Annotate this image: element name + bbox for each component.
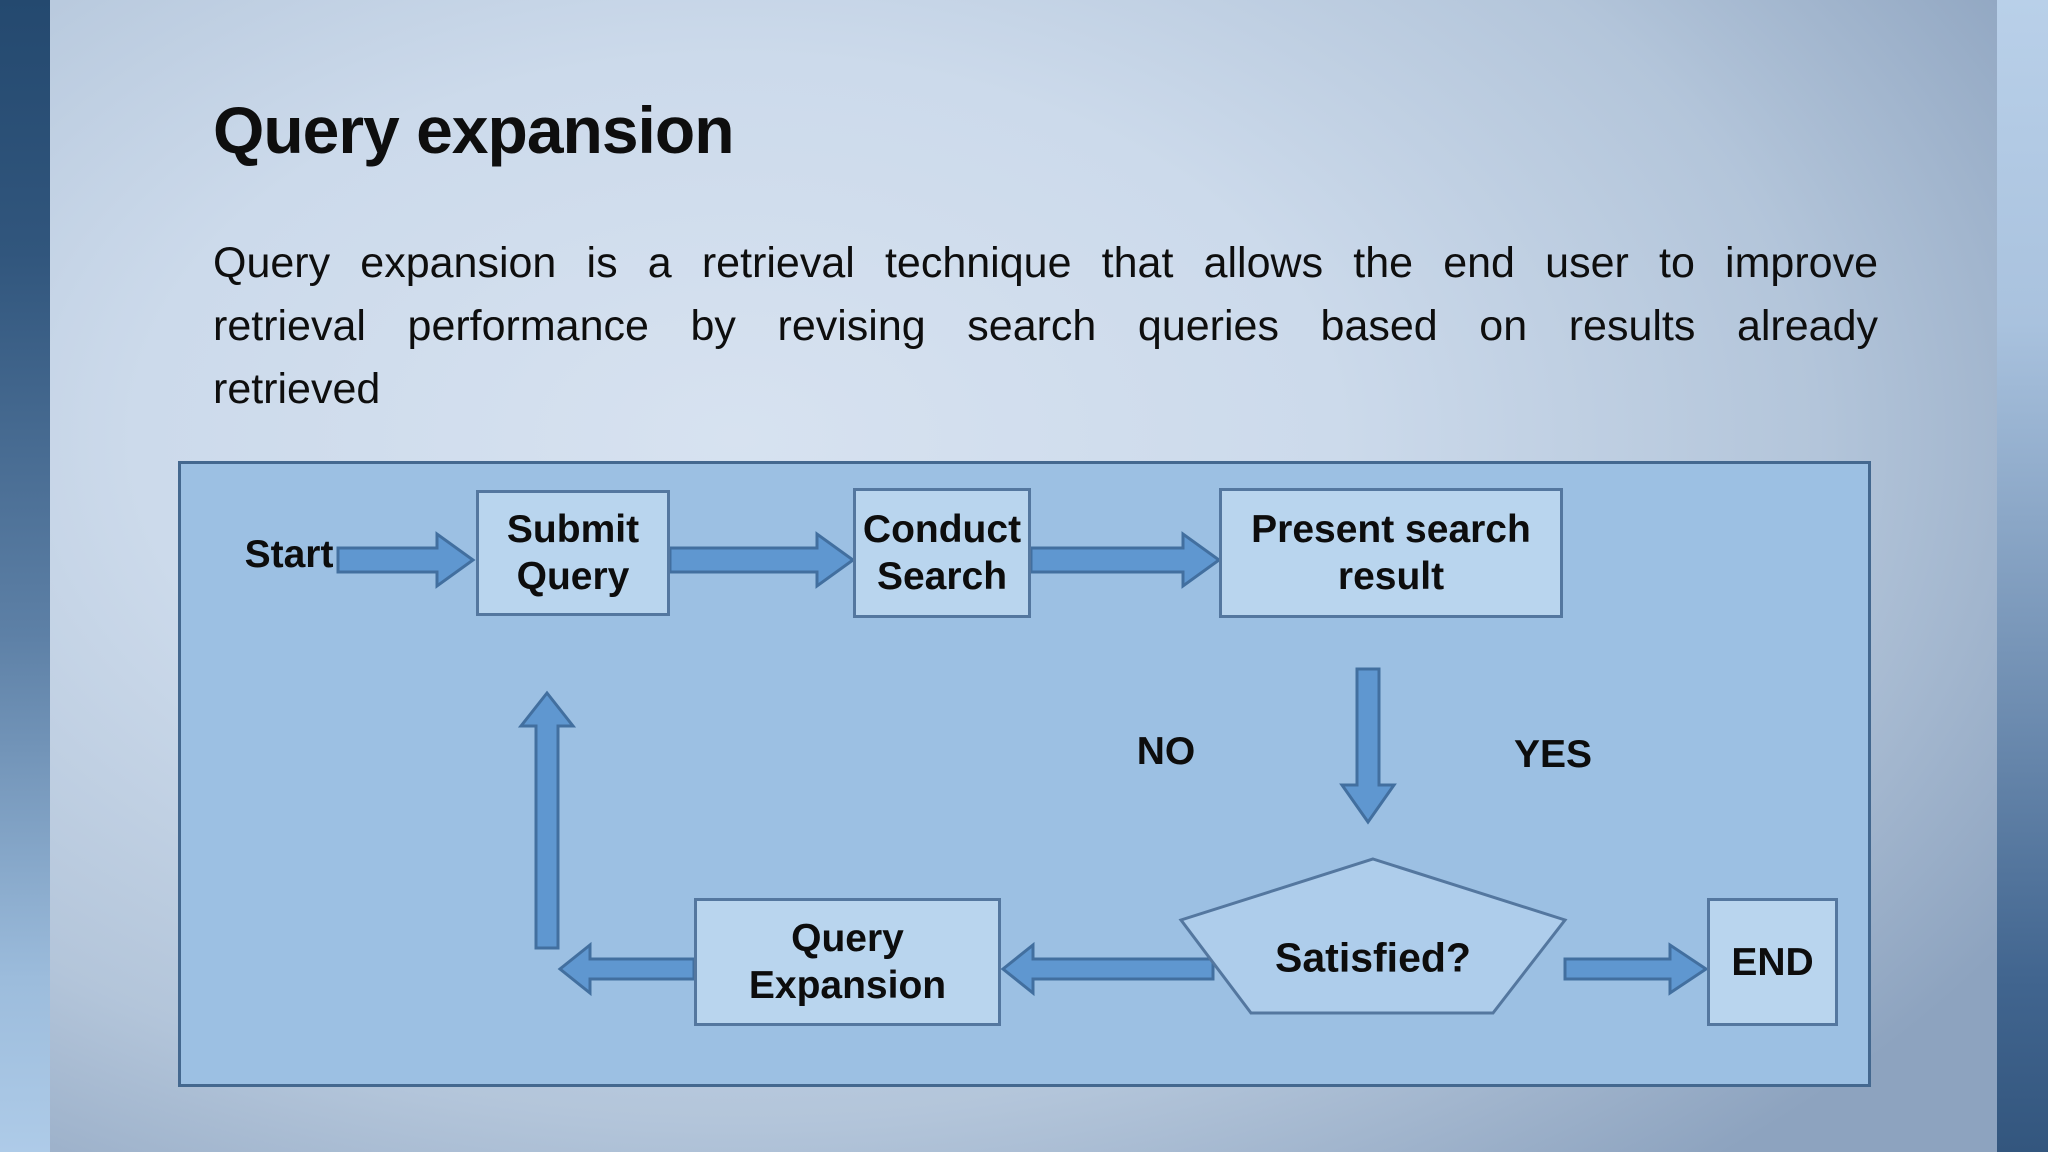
node-conduct-search: Conduct Search <box>853 488 1031 618</box>
node-satisfied-label: Satisfied? <box>1275 934 1471 981</box>
node-query-expansion: Query Expansion <box>694 898 1001 1026</box>
arrow-satisfied-to-end <box>1563 942 1709 996</box>
arrow-queryexpansion-to-corner <box>557 941 696 997</box>
arrow-submit-to-conduct <box>668 531 856 589</box>
flowchart-connectors <box>336 531 1709 997</box>
node-submit-query: Submit Query <box>476 490 670 616</box>
page-title: Query expansion <box>213 93 735 167</box>
arrow-satisfied-to-queryexpansion <box>1000 941 1215 997</box>
body-line: retrieved <box>213 365 381 413</box>
flowchart-panel: Start Submit Query Conduct Search Presen… <box>178 461 1871 1087</box>
body-line: retrieval performance by revising search… <box>213 302 1878 350</box>
branch-label-no: NO <box>1136 730 1196 773</box>
arrow-start-to-submit <box>336 531 476 589</box>
pentagon-shape <box>1178 857 1568 1015</box>
body-line: Query expansion is a retrieval technique… <box>213 239 1878 287</box>
arrow-loop-up-to-submit <box>517 690 577 950</box>
arrow-present-to-satisfied <box>1339 667 1397 825</box>
right-edge-decoration <box>1997 0 2048 1152</box>
node-end: END <box>1707 898 1838 1026</box>
branch-label-yes: YES <box>1513 733 1593 776</box>
node-present-search-result: Present search result <box>1219 488 1563 618</box>
node-satisfied-decision: Satisfied? <box>1178 856 1568 1016</box>
arrow-conduct-to-present <box>1029 531 1222 589</box>
body-paragraph: Query expansion is a retrieval technique… <box>213 232 1878 421</box>
node-start: Start <box>244 533 334 576</box>
left-edge-decoration <box>0 0 50 1152</box>
